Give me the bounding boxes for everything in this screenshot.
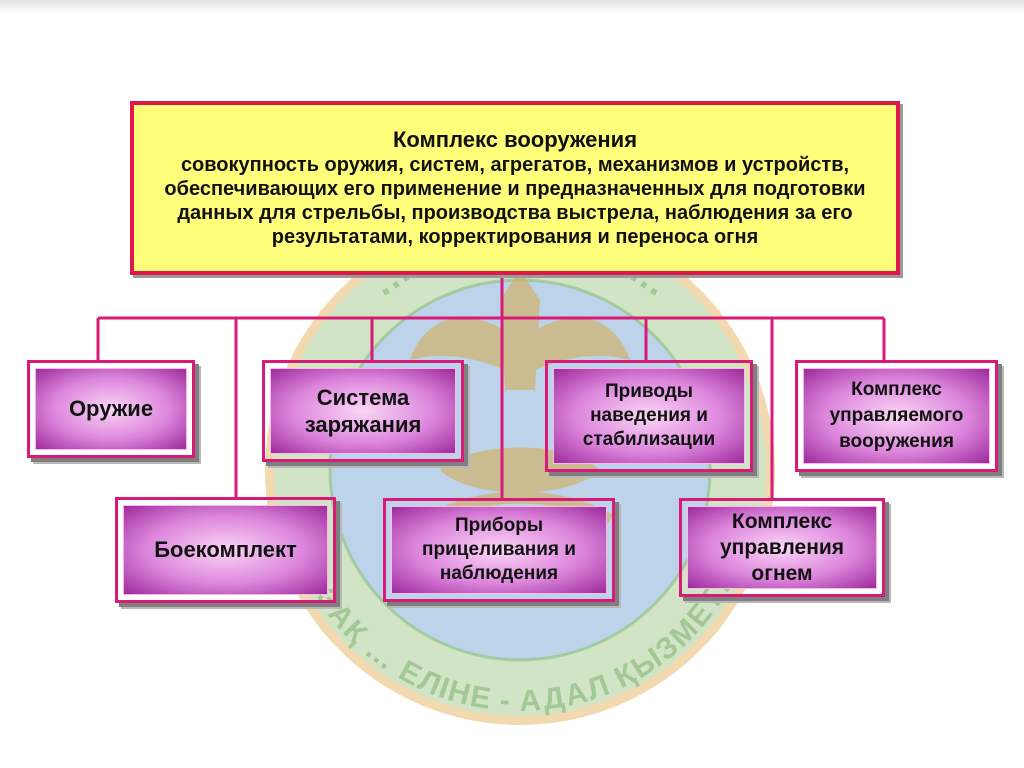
node-weapon: Оружие [27,360,195,458]
node-guided-weapons-label: Комплекс управляемого вооружения [806,377,987,455]
node-fire-control-label: Комплекс управления огнем [702,509,862,587]
node-guidance-drives-label: Приводы наведения и стабилизации [562,380,736,452]
main-definition-box: Комплекс вооружения совокупность оружия,… [130,101,900,275]
node-guided-weapons: Комплекс управляемого вооружения [795,360,998,472]
node-ammo: Боекомплект [115,497,336,603]
node-sighting-devices: Приборы прицеливания и наблюдения [383,498,615,602]
node-ammo-label: Боекомплект [154,537,297,563]
node-guidance-drives: Приводы наведения и стабилизации [545,360,753,472]
node-weapon-label: Оружие [69,396,153,422]
node-fire-control: Комплекс управления огнем [679,498,885,597]
main-title: Комплекс вооружения [393,127,637,153]
node-loading-system: Система заряжания [262,360,464,462]
node-loading-system-label: Система заряжания [277,384,449,438]
node-sighting-devices-label: Приборы прицеливания и наблюдения [404,514,594,586]
main-description: совокупность оружия, систем, агрегатов, … [145,153,885,249]
